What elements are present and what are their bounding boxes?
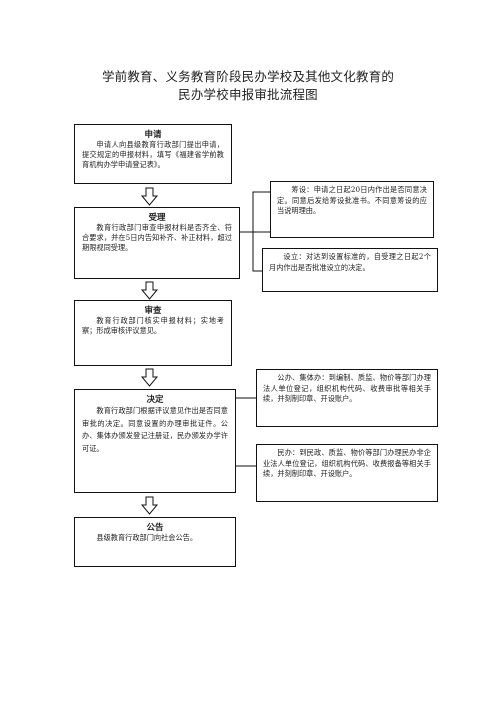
arrow-down-icon	[140, 187, 159, 206]
step-accept-title: 受理	[148, 213, 166, 223]
arrow-down-icon	[140, 281, 159, 300]
note-private: 民办：到民政、质监、物价等部门办理民办非企业法人单位登记，组织机构代码、收费报备…	[256, 444, 438, 502]
note-public: 公办、集体办：到编制、质监、物价等部门办理法人单位登记，组织机构代码、收费审批等…	[256, 369, 438, 427]
step-decision-box: 决定 教育行政部门根据评议意见作出是否同意审批的决定。同意设置的办理审批证件。公…	[74, 389, 236, 493]
arrow-down-icon	[140, 368, 159, 387]
step-apply-title: 申请	[144, 130, 162, 140]
connector-establish	[252, 232, 262, 272]
step-announce-box: 公告 县级教育行政部门向社会公告。	[74, 517, 236, 567]
step-announce-title: 公告	[146, 523, 164, 533]
note-establish: 设立：对达到设置标准的，自受理之日起2个月内作出是否批准设立的决定。	[262, 248, 438, 292]
step-accept-text: 教育行政部门审查申报材料是否齐全、符合要求，并在5日内告知补齐、补正材料，超过期…	[82, 223, 232, 252]
step-decision-text: 教育行政部门根据评议意见作出是否同意审批的决定。同意设置的办理审批证件。公办、集…	[82, 406, 228, 453]
connector-prepare-branch	[240, 191, 270, 233]
arrow-down-icon	[140, 496, 159, 515]
note-prepare: 筹设：申请之日起20日内作出是否同意决定。同意后发给筹设批准书。不同意筹设的应当…	[270, 181, 434, 238]
title-line-1: 学前教育、义务教育阶段民办学校及其他文化教育的	[101, 69, 395, 84]
step-review-box: 审查 教育行政部门核实申报材料；实地考察；形成审核评议意见。	[74, 300, 232, 366]
step-apply-box: 申请 申请人向县级教育行政部门提出申请，提交规定的申报材料，填写《福建省学前教育…	[74, 124, 232, 184]
step-announce-text: 县级教育行政部门向社会公告。	[96, 533, 198, 542]
step-decision-title: 决定	[146, 395, 164, 405]
step-apply-text: 申请人向县级教育行政部门提出申请，提交规定的申报材料，填写《福建省学前教育机构办…	[82, 140, 224, 169]
title-line-2: 民办学校申报审批流程图	[178, 87, 318, 102]
step-accept-box: 受理 教育行政部门审查申报材料是否齐全、符合要求，并在5日内告知补齐、补正材料，…	[74, 207, 240, 279]
step-review-title: 审查	[144, 306, 162, 316]
step-review-text: 教育行政部门核实申报材料；实地考察；形成审核评议意见。	[82, 316, 224, 335]
